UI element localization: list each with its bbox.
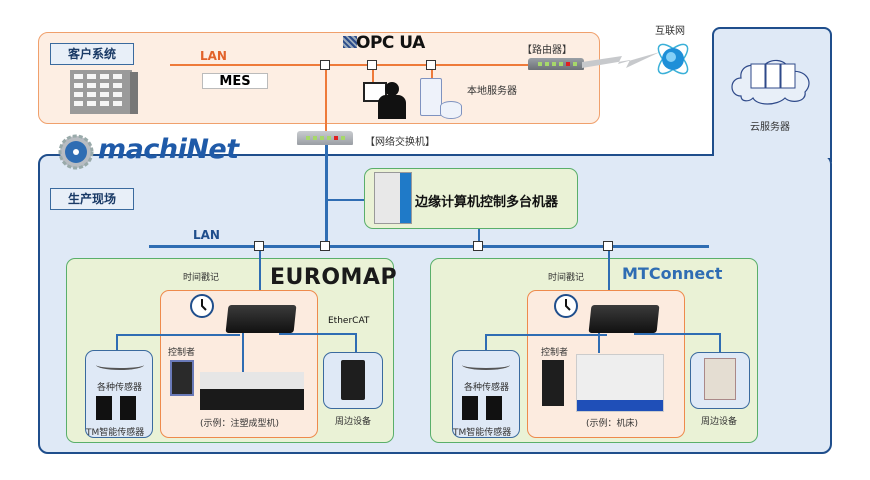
controller-label: 控制者 bbox=[541, 348, 569, 358]
tm-sensors-label: TM智能传感器 bbox=[453, 428, 512, 438]
tm-sensors-label: TM智能传感器 bbox=[86, 428, 145, 438]
lan-port bbox=[254, 241, 264, 251]
lan-port bbox=[367, 60, 377, 70]
client-system-label: 客户系统 bbox=[50, 43, 134, 65]
site-lan-line bbox=[149, 245, 709, 248]
mtconnect-logo-text: MTConnect bbox=[622, 264, 723, 283]
sensor-icon bbox=[96, 360, 144, 370]
opc-ua-logo: OPC UA bbox=[356, 33, 425, 53]
clock-icon bbox=[190, 294, 214, 318]
client-lan-line bbox=[170, 64, 550, 66]
sensors-label: 各种传感器 bbox=[97, 383, 143, 393]
internet-label: 互联网 bbox=[655, 26, 685, 37]
euromap-logo: EUROMAP bbox=[270, 265, 398, 290]
cloud-server-label: 云服务器 bbox=[750, 122, 790, 133]
lan-port bbox=[320, 241, 330, 251]
peripheral-label: 周边设备 bbox=[701, 417, 738, 427]
controller-label: 控制者 bbox=[168, 348, 196, 358]
tm-sensor-icon bbox=[462, 396, 506, 420]
building-icon bbox=[70, 70, 138, 114]
lan-port bbox=[320, 60, 330, 70]
sensors-label: 各种传感器 bbox=[464, 383, 510, 393]
edge-label: 边缘计算机控制多台机器 bbox=[415, 195, 559, 210]
mtconnect-logo: MTConnect bbox=[622, 264, 722, 283]
lan-port bbox=[603, 241, 613, 251]
internet-link-bolt bbox=[582, 52, 660, 68]
client-lan-label: LAN bbox=[200, 49, 227, 63]
ethercat-logo: EtherCAT bbox=[328, 316, 370, 326]
timestamp-label: 时间戳记 bbox=[183, 273, 220, 283]
machine-tool-icon bbox=[576, 354, 664, 412]
switch-label: 【网络交换机】 bbox=[365, 137, 435, 148]
machine-caption: (示例：注塑成型机) bbox=[200, 419, 280, 429]
edge-computer-icon bbox=[374, 172, 412, 224]
site-label: 生产现场 bbox=[50, 188, 134, 210]
sandblaster-icon bbox=[704, 358, 736, 400]
lan-port bbox=[473, 241, 483, 251]
lan-port bbox=[426, 60, 436, 70]
sensor-icon bbox=[462, 360, 510, 370]
router-icon bbox=[528, 58, 584, 70]
opc-ua-logo-graphic bbox=[343, 36, 357, 48]
globe-atom-icon bbox=[657, 43, 689, 75]
edge-device-icon bbox=[225, 305, 297, 333]
cloud-servers-icon bbox=[731, 59, 810, 105]
network-switch-icon bbox=[297, 131, 353, 145]
edge-device-icon bbox=[588, 305, 660, 333]
server-database-icon bbox=[420, 78, 442, 116]
mes-label: MES bbox=[202, 73, 268, 89]
servo-drive-icon bbox=[341, 360, 365, 400]
injection-molding-machine-icon bbox=[200, 372, 304, 410]
router-label: 【路由器】 bbox=[522, 45, 572, 56]
controller-icon bbox=[542, 360, 564, 406]
machinet-logo: machiNet bbox=[98, 134, 239, 165]
tm-sensor-icon bbox=[96, 396, 140, 420]
timestamp-label: 时间戳记 bbox=[548, 273, 585, 283]
machinet-gear-icon bbox=[58, 134, 94, 170]
controller-icon bbox=[170, 360, 194, 396]
site-lan-label: LAN bbox=[193, 228, 220, 242]
local-server-label: 本地服务器 bbox=[467, 86, 517, 97]
machine-caption: (示例：机床) bbox=[586, 419, 639, 429]
clock-icon bbox=[554, 294, 578, 318]
peripheral-label: 周边设备 bbox=[335, 417, 372, 427]
uplink-line bbox=[325, 70, 327, 134]
